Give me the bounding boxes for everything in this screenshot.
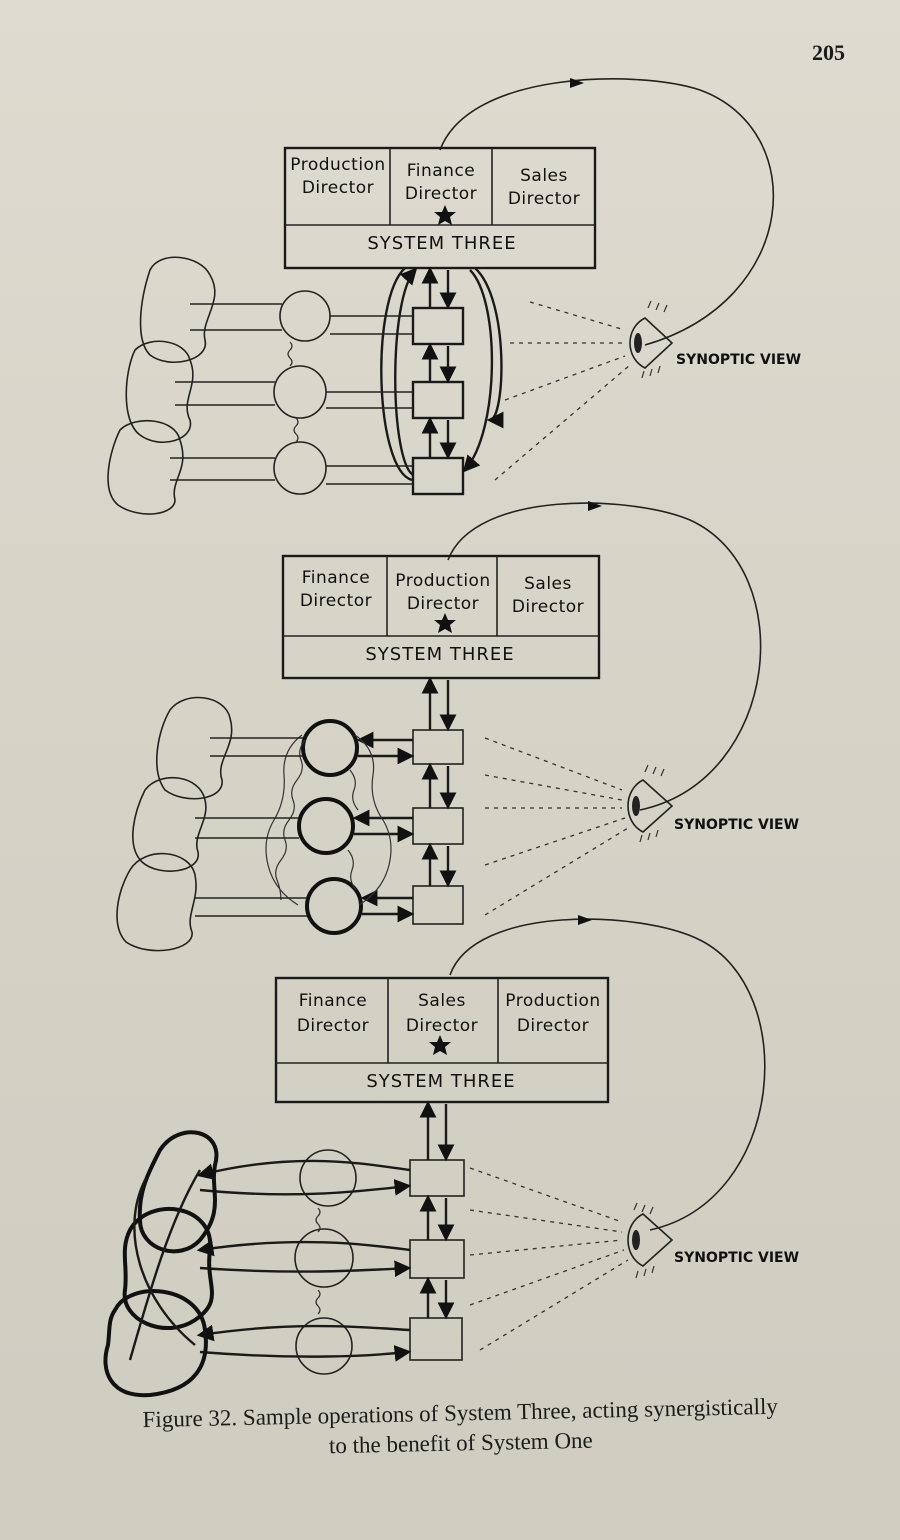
system-three-diagram: Production Director Finance Director Sal…	[103, 78, 801, 1398]
environment-blob	[116, 852, 197, 952]
operation-circle	[295, 1317, 353, 1375]
system-three-box-3	[274, 976, 610, 1104]
operation-circle	[294, 1228, 354, 1288]
operation-box	[412, 807, 464, 845]
operation-box	[412, 729, 464, 765]
director-1-2-line1: Finance	[407, 161, 476, 181]
director-1-3-line1: Sales	[520, 166, 568, 186]
feedback-arc-3	[449, 918, 766, 1231]
feedback-arc-2	[447, 502, 762, 811]
environment-blob	[103, 1289, 208, 1398]
operation-box	[411, 380, 465, 420]
environment-blob	[137, 1130, 219, 1254]
environment-blob	[132, 776, 207, 872]
operation-box	[411, 456, 465, 496]
panel-3: Finance Director Sales Director Producti…	[103, 915, 799, 1398]
eye-icon	[627, 1213, 674, 1267]
operation-circle	[299, 1149, 357, 1207]
system-three-box-1	[283, 146, 597, 270]
synoptic-view-label-2: SYNOPTIC VIEW	[674, 817, 799, 833]
director-2-1-line1: Finance	[302, 568, 371, 588]
operation-box	[412, 885, 464, 925]
environment-blob	[156, 696, 233, 800]
operation-circle	[273, 365, 327, 419]
operation-box	[409, 1159, 465, 1197]
director-2-3-line2: Director	[512, 597, 584, 617]
star-icon	[434, 205, 456, 225]
operation-circle	[297, 797, 355, 855]
director-1-2-line2: Director	[405, 184, 477, 204]
director-2-2-line1: Production	[395, 571, 490, 591]
system-three-label-1: SYSTEM THREE	[367, 233, 516, 254]
environment-blob	[107, 419, 184, 515]
page-number: 205	[812, 40, 845, 65]
director-3-2-line2: Director	[406, 1016, 478, 1036]
eye-icon	[627, 779, 674, 833]
operation-circle	[279, 290, 331, 342]
star-icon	[434, 613, 456, 633]
director-1-3-line2: Director	[508, 189, 580, 209]
environment-blob	[139, 256, 216, 363]
director-3-2-line1: Sales	[418, 991, 466, 1011]
arc-arrow-1	[570, 78, 584, 88]
eye-icon	[629, 317, 674, 369]
director-1-1-line1: Production	[290, 155, 385, 175]
synoptic-view-label-3: SYNOPTIC VIEW	[674, 1250, 799, 1266]
system-three-label-3: SYSTEM THREE	[366, 1071, 515, 1092]
director-3-1-line2: Director	[297, 1016, 369, 1036]
star-icon	[429, 1035, 451, 1055]
director-3-3-line2: Director	[517, 1016, 589, 1036]
operation-box	[409, 1239, 465, 1279]
director-3-1-line1: Finance	[299, 991, 368, 1011]
operation-box	[411, 306, 465, 346]
panel-2: Finance Director Production Director Sal…	[116, 501, 799, 952]
environment-blob	[125, 340, 194, 443]
director-2-2-line2: Director	[407, 594, 479, 614]
director-2-1-line2: Director	[300, 591, 372, 611]
director-1-1-line2: Director	[302, 178, 374, 198]
director-3-3-line1: Production	[505, 991, 600, 1011]
system-three-box-2	[281, 554, 601, 680]
environment-blob	[122, 1207, 214, 1331]
synoptic-view-label-1: SYNOPTIC VIEW	[676, 352, 801, 368]
director-2-3-line1: Sales	[524, 574, 572, 594]
operation-circle	[305, 877, 363, 935]
panel-1: Production Director Finance Director Sal…	[107, 78, 801, 515]
operation-box	[409, 1317, 463, 1361]
feedback-arc-1	[439, 78, 775, 346]
operation-circle	[273, 441, 327, 495]
figure-caption: Figure 32. Sample operations of System T…	[100, 1391, 821, 1466]
system-three-label-2: SYSTEM THREE	[365, 644, 514, 665]
operation-circle	[301, 719, 359, 777]
